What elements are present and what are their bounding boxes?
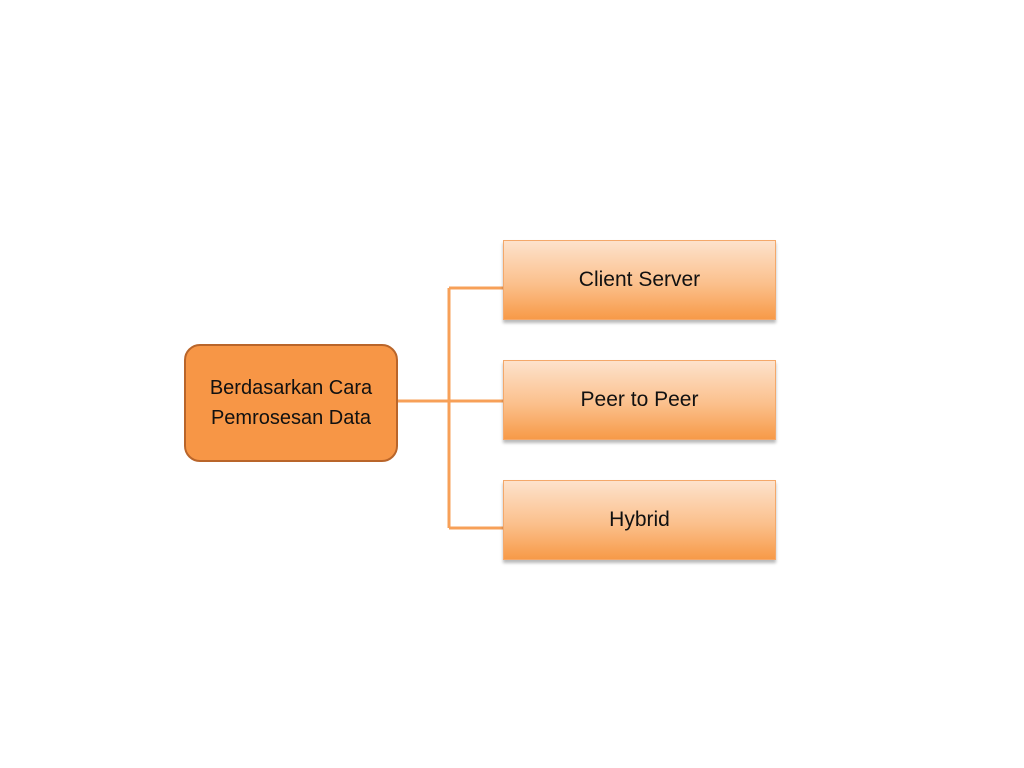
child-node-label: Client Server: [578, 268, 701, 291]
child-node-client-server: Client Server: [503, 240, 776, 320]
child-node-label: Peer to Peer: [580, 388, 699, 411]
root-node-label: Berdasarkan Cara Pemrosesan Data: [209, 377, 373, 429]
child-node-hybrid: Hybrid: [503, 480, 776, 560]
child-node-label: Hybrid: [609, 508, 670, 531]
child-node-peer-to-peer: Peer to Peer: [503, 360, 776, 440]
root-node: Berdasarkan Cara Pemrosesan Data: [184, 344, 398, 462]
